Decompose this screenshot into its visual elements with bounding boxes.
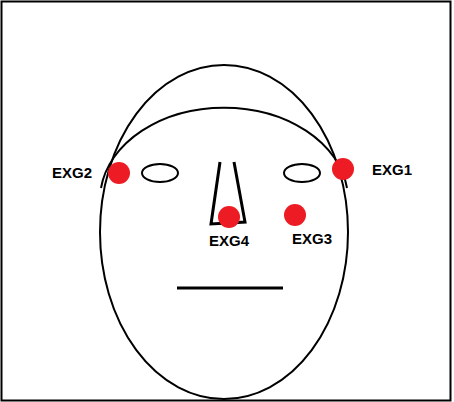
electrode-dot xyxy=(332,158,354,180)
electrode-dot xyxy=(108,162,130,184)
right-eye xyxy=(284,164,320,182)
electrode-dot xyxy=(284,204,306,226)
electrode-label: EXG1 xyxy=(372,161,412,179)
electrode-label: EXG4 xyxy=(209,232,249,250)
electrode-dot xyxy=(218,206,240,228)
mouth xyxy=(177,287,283,290)
cap-line xyxy=(101,108,347,188)
electrode-label: EXG2 xyxy=(52,164,92,182)
electrode-label: EXG3 xyxy=(292,230,332,248)
left-eye xyxy=(142,164,178,182)
face-outline xyxy=(100,65,348,399)
